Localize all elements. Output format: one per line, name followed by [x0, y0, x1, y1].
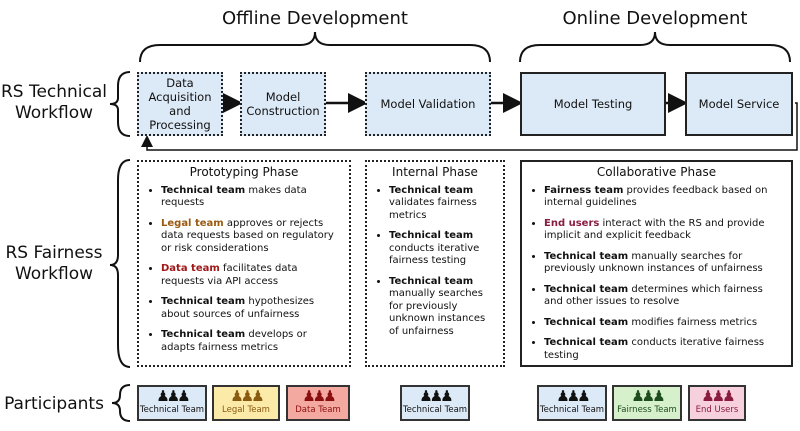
participant-badge: ♟♟♟End Users: [688, 385, 746, 421]
participant-badge: ♟♟♟Technical Team: [400, 385, 470, 421]
phase-item: Technical team determines which fairness…: [544, 284, 783, 309]
people-icon: ♟♟♟: [419, 387, 453, 405]
actor: Technical team: [389, 275, 474, 287]
actor: Technical team: [389, 184, 474, 196]
participant-label: Data Team: [295, 405, 341, 415]
actor: Technical team: [161, 296, 246, 307]
people-icon: ♟♟♟: [701, 387, 735, 405]
people-icon: ♟♟♟: [302, 387, 336, 405]
actor: Technical team: [544, 283, 629, 295]
action: develops or adapts fairness metrics: [161, 329, 307, 353]
actor: End users: [544, 217, 600, 229]
action: manually searches for previously unknown…: [544, 250, 763, 275]
phase-item: Technical team conducts iterative fairne…: [389, 230, 495, 268]
phase-item: Technical team validates fairness metric…: [389, 185, 495, 223]
phase-item: Fairness team provides feedback based on…: [544, 185, 783, 210]
action: provides feedback based on internal guid…: [544, 184, 768, 209]
phase-item: Technical team develops or adapts fairne…: [161, 329, 341, 354]
action: makes data requests: [161, 184, 307, 209]
phase-item: Technical team makes data requests: [161, 185, 341, 210]
feedback-arrow: [141, 102, 798, 151]
action: facilitates data requests via API access: [161, 263, 298, 287]
people-icon: ♟♟♟: [156, 387, 190, 405]
phase-item: Technical team conducts iterative fairne…: [544, 337, 783, 362]
actor: Fairness team: [544, 184, 624, 196]
phase-item: Technical team manually searches for pre…: [544, 251, 783, 276]
row-label-participants: Participants: [4, 394, 104, 414]
participant-badge: ♟♟♟Legal Team: [212, 385, 280, 421]
participant-badge: ♟♟♟Fairness Team: [612, 385, 682, 421]
action: conducts iterative fairness testing: [389, 242, 480, 267]
phase-title: Internal Phase: [392, 165, 478, 179]
participant-label: Technical Team: [402, 405, 468, 415]
action: conducts iterative fairness testing: [544, 337, 765, 361]
step-model-construction: Model Construction: [240, 72, 326, 136]
action: modifies fairness metrics: [628, 316, 758, 328]
actor: Technical team: [544, 337, 629, 348]
participant-label: Technical Team: [139, 405, 205, 415]
phase-item: Data team facilitates data requests via …: [161, 263, 341, 288]
actor: Technical team: [161, 329, 246, 340]
phase-item: Legal team approves or rejects data requ…: [161, 218, 341, 256]
actor: Data team: [161, 263, 220, 274]
phase-item: End users interact with the RS and provi…: [544, 218, 783, 243]
phase-title: Prototyping Phase: [189, 165, 299, 179]
row-label-technical: RS Technical Workflow: [0, 82, 108, 123]
action: validates fairness metrics: [389, 197, 477, 221]
actor: Technical team: [544, 250, 629, 262]
people-icon: ♟♟♟: [230, 387, 264, 405]
phase-item: Technical team hypothesizes about source…: [161, 296, 341, 321]
participant-badge: ♟♟♟Technical Team: [137, 385, 207, 421]
participant-label: Legal Team: [222, 405, 270, 415]
online-header: Online Development: [562, 8, 748, 29]
phase-prototyping: Prototyping PhaseTechnical team makes da…: [137, 160, 351, 367]
phase-title: Collaborative Phase: [596, 165, 717, 179]
step-model-testing: Model Testing: [520, 72, 666, 136]
participant-badge: ♟♟♟Data Team: [286, 385, 350, 421]
fairness-brace: [109, 159, 131, 368]
participant-label: Fairness Team: [617, 405, 677, 415]
participants-brace: [111, 384, 131, 422]
actor: Technical team: [389, 230, 474, 241]
phase-item: Technical team modifies fairness metrics: [544, 317, 783, 330]
phase-collaborative: Collaborative PhaseFairness team provide…: [520, 160, 793, 367]
phase-internal: Internal PhaseTechnical team validates f…: [365, 160, 505, 367]
action: manually searches for previously unknown…: [389, 288, 486, 337]
people-icon: ♟♟♟: [556, 387, 590, 405]
action: interact with the RS and provide implici…: [544, 217, 765, 242]
row-label-fairness: RS Fairness Workflow: [5, 243, 103, 284]
participant-label: Technical Team: [539, 405, 605, 415]
actor: Technical team: [544, 316, 629, 328]
technical-brace: [109, 71, 131, 137]
step-data-acquisition: Data Acquisition and Processing: [137, 72, 223, 136]
people-icon: ♟♟♟: [631, 387, 665, 405]
participant-badge: ♟♟♟Technical Team: [537, 385, 607, 421]
offline-brace: [139, 31, 491, 63]
action: determines which fairness and other issu…: [544, 283, 763, 308]
online-brace: [519, 31, 791, 63]
actor: Technical team: [161, 184, 246, 196]
action: hypothesizes about sources of unfairness: [161, 296, 315, 320]
offline-header: Offline Development: [222, 8, 408, 29]
step-model-validation: Model Validation: [365, 72, 491, 136]
phase-item: Technical team manually searches for pre…: [389, 276, 495, 339]
action: approves or rejects data requests based …: [161, 217, 334, 254]
step-model-service: Model Service: [685, 72, 793, 136]
participant-label: End Users: [695, 405, 739, 415]
actor: Legal team: [161, 217, 224, 229]
